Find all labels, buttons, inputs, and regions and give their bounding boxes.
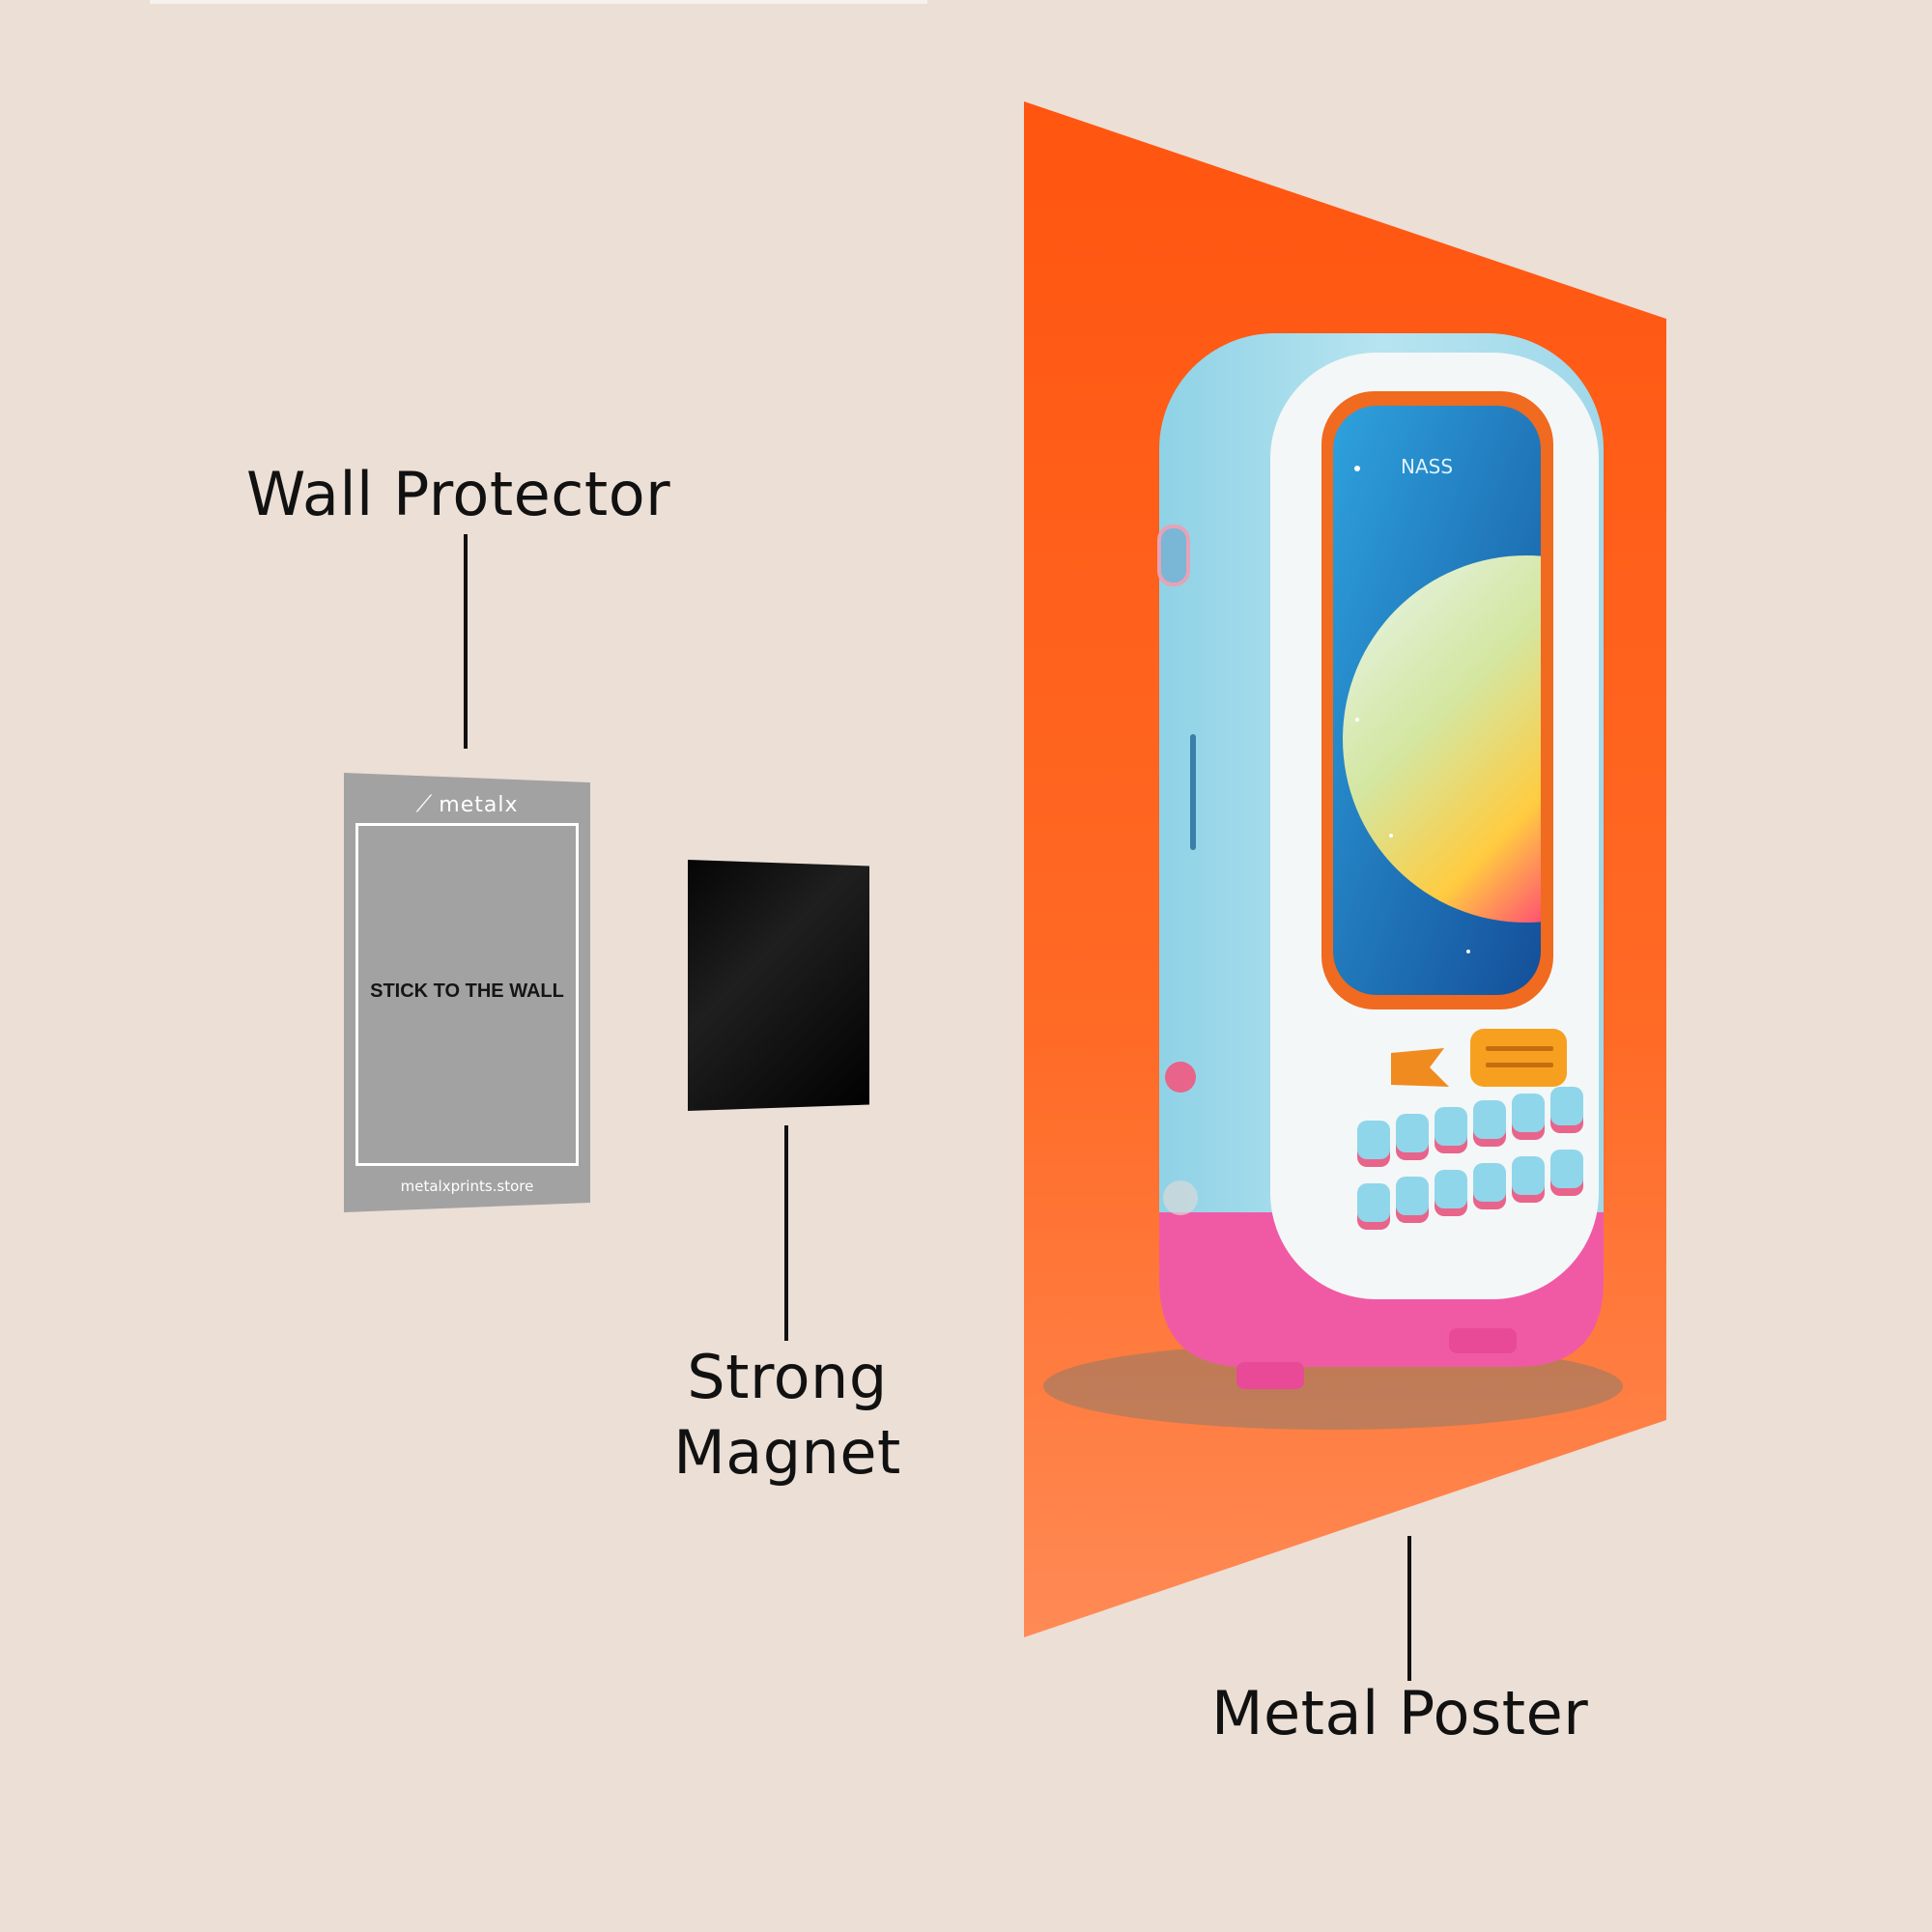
orange-arrow-button <box>1391 1048 1449 1087</box>
screen-star-3 <box>1466 950 1470 953</box>
wall-protector-label: Wall Protector <box>246 459 671 529</box>
screen-planet <box>1343 555 1541 923</box>
device-side-knob <box>1165 1062 1196 1093</box>
metal-poster-label: Metal Poster <box>1211 1678 1589 1748</box>
screen-star-1 <box>1354 466 1360 471</box>
device-speaker-icon <box>1163 1180 1198 1215</box>
device-side-button <box>1157 525 1190 586</box>
keypad-key <box>1396 1114 1429 1152</box>
strong-magnet-label-line2: Magnet <box>673 1416 901 1488</box>
protector-brand-text: metalx <box>439 793 519 817</box>
strong-magnet-leader <box>784 1125 788 1341</box>
keypad-key <box>1435 1107 1467 1146</box>
keypad-key <box>1357 1183 1390 1222</box>
keypad-key <box>1357 1121 1390 1159</box>
top-strip <box>150 0 927 4</box>
keypad-key <box>1473 1100 1506 1139</box>
keypad-key <box>1550 1087 1583 1125</box>
keypad-key <box>1473 1163 1506 1202</box>
device-foot-left <box>1236 1362 1304 1389</box>
keypad-key <box>1435 1170 1467 1208</box>
protector-frame <box>355 823 579 1166</box>
metalx-logo-icon: ⟋ <box>415 790 434 817</box>
keypad-key <box>1550 1150 1583 1188</box>
device-screen-text: NASS <box>1401 455 1453 478</box>
keypad-key <box>1512 1156 1545 1195</box>
orange-slot-line-1 <box>1486 1046 1553 1051</box>
orange-slot-line-2 <box>1486 1063 1553 1067</box>
wall-protector-leader <box>464 534 468 749</box>
metal-poster-leader <box>1407 1536 1411 1681</box>
strong-magnet <box>688 860 869 1111</box>
screen-star-4 <box>1355 718 1359 722</box>
wall-protector-card: ⟋metalx STICK TO THE WALL metalxprints.s… <box>344 773 590 1212</box>
device-side-slot <box>1190 734 1196 850</box>
strong-magnet-label-line1: Strong <box>687 1342 888 1412</box>
strong-magnet-label: Strong Magnet <box>657 1340 918 1490</box>
device-keypad <box>1357 1087 1583 1230</box>
protector-url: metalxprints.store <box>400 1178 534 1195</box>
device-foot-right <box>1449 1328 1517 1353</box>
screen-star-2 <box>1389 834 1393 838</box>
protector-brand: ⟋metalx <box>344 790 590 817</box>
keypad-key <box>1396 1177 1429 1215</box>
orange-slot-button <box>1470 1029 1567 1087</box>
protector-instruction: STICK TO THE WALL <box>370 980 564 1002</box>
metal-poster: NASS <box>1024 101 1666 1637</box>
keypad-key <box>1512 1094 1545 1132</box>
